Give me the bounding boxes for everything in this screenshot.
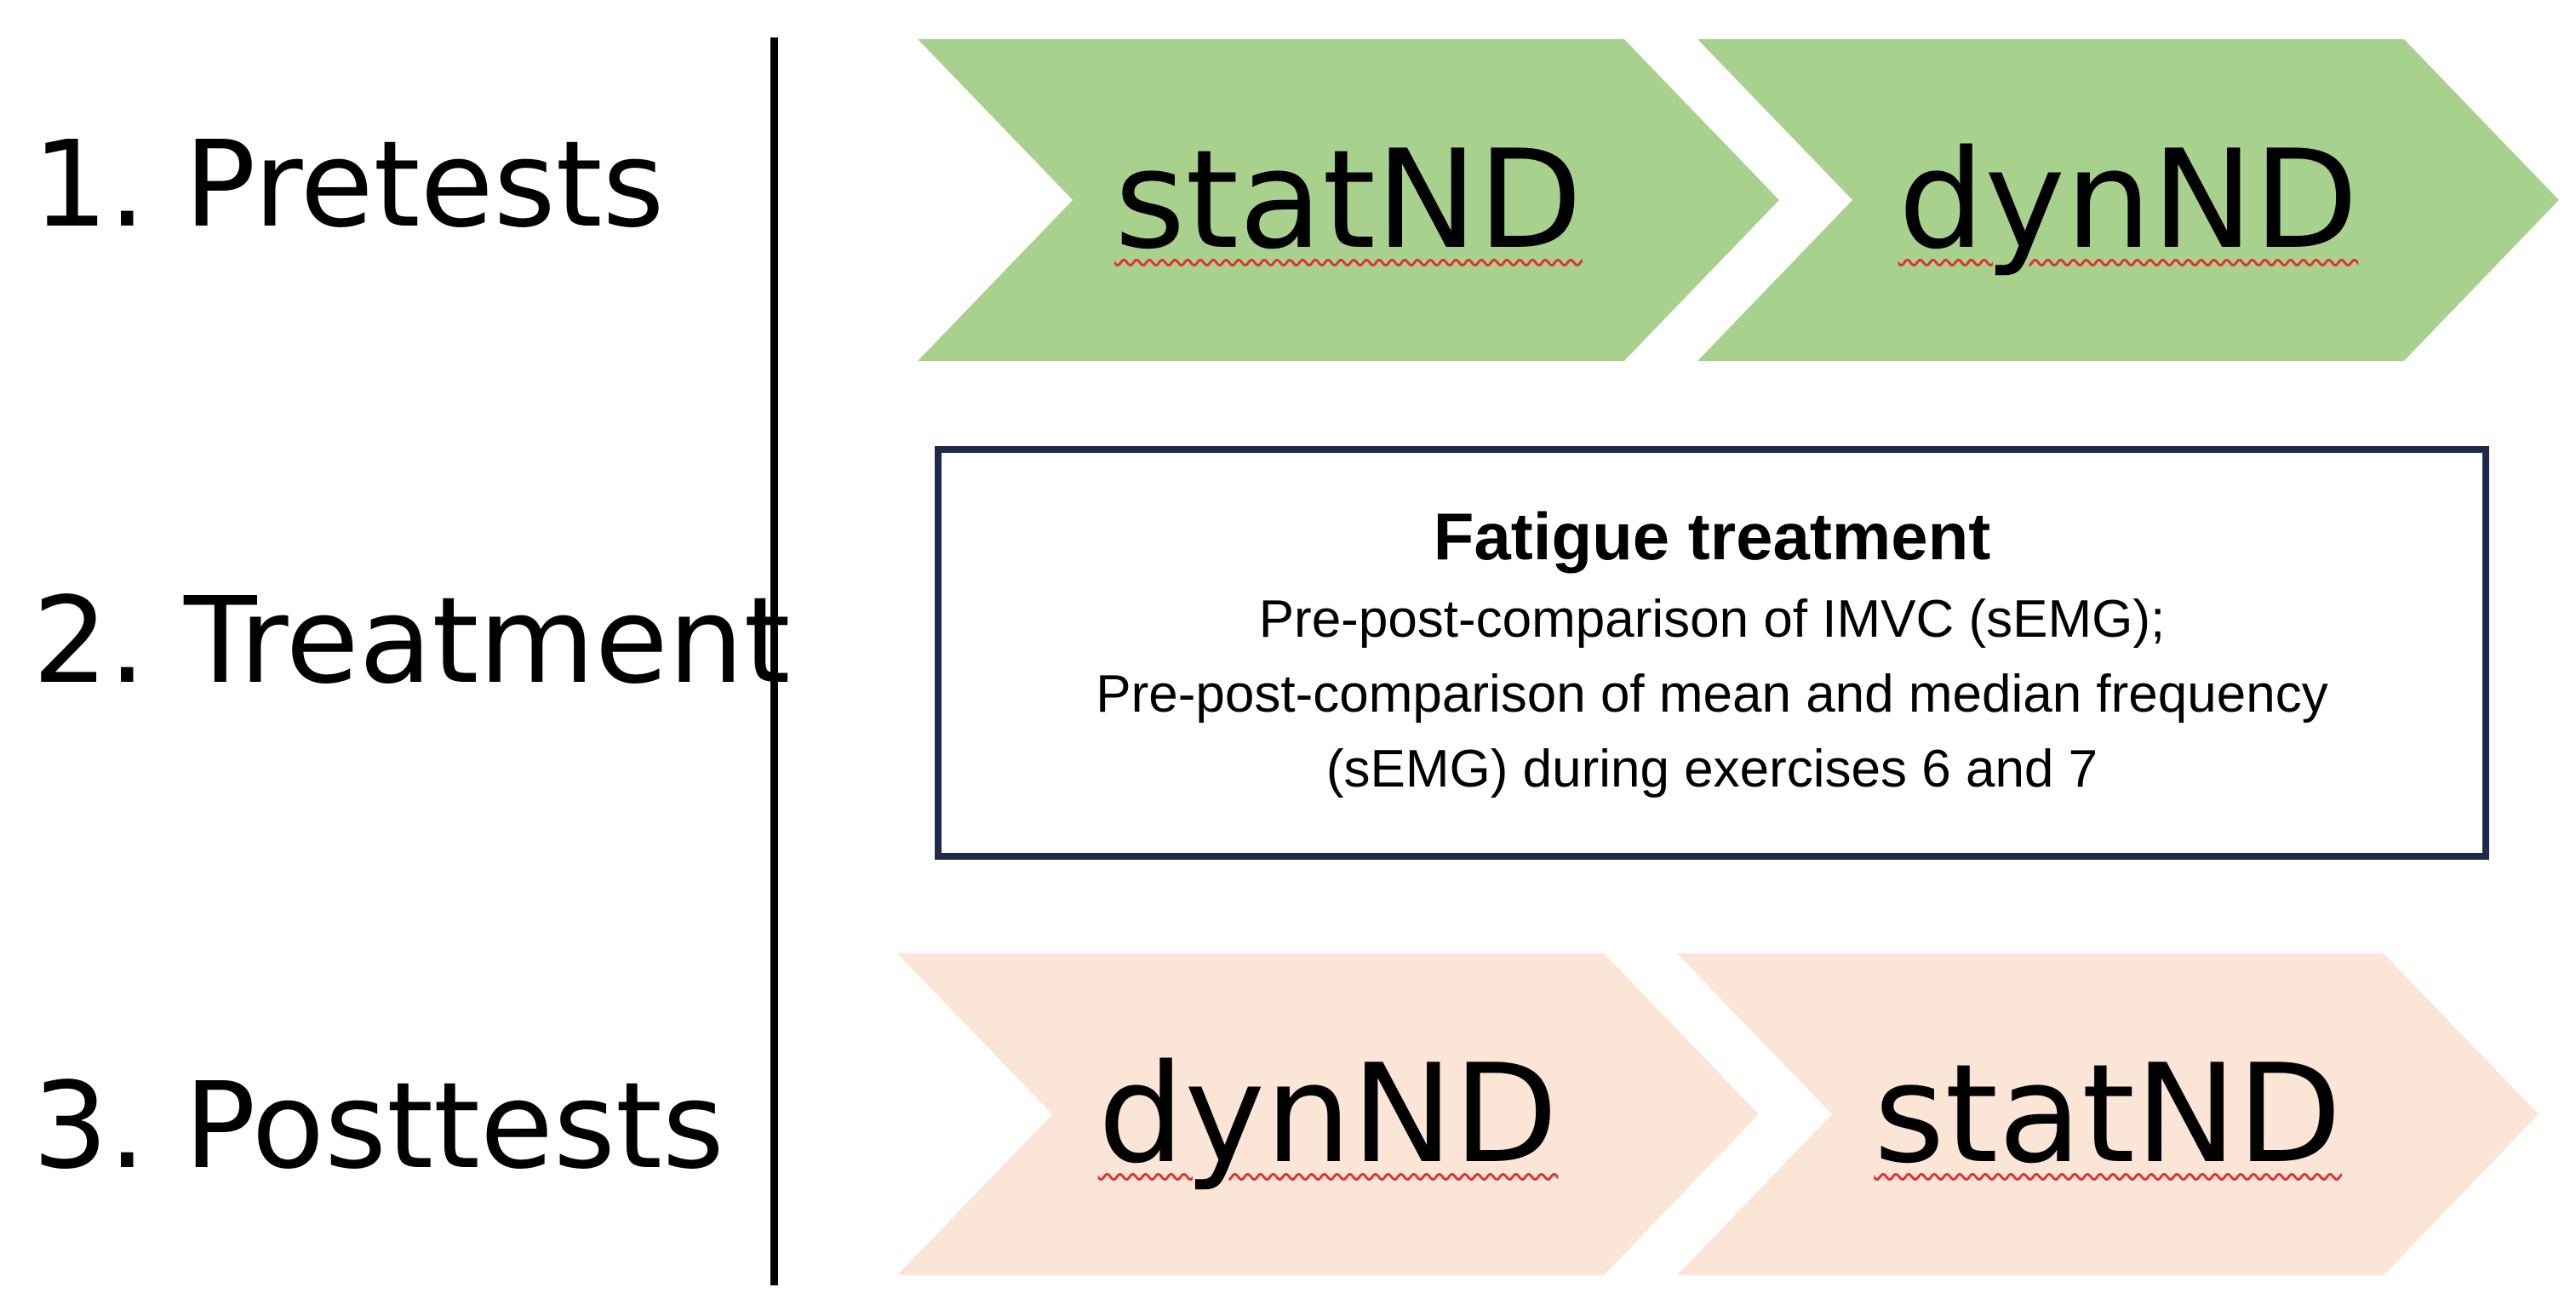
pretests-step-2-chevron: dynND (1697, 39, 2559, 361)
pretests-step-1-label: statND (1114, 120, 1583, 279)
treatment-title: Fatigue treatment (1433, 499, 1991, 575)
vertical-divider (770, 37, 778, 1285)
phase-label-treatment: 2. Treatment (32, 572, 791, 711)
pretests-step-1-chevron: statND (918, 39, 1779, 361)
treatment-line-3: (sEMG) during exercises 6 and 7 (1325, 739, 2098, 798)
treatment-box: Fatigue treatment Pre-post-comparison of… (935, 446, 2489, 860)
treatment-line-2: Pre-post-comparison of mean and median f… (1096, 664, 2328, 724)
posttests-step-1-chevron: dynND (897, 953, 1759, 1275)
phase-label-posttests: 3. Posttests (32, 1057, 724, 1196)
pretests-step-2-label: dynND (1898, 120, 2359, 279)
posttests-step-2-chevron: statND (1677, 953, 2539, 1275)
posttests-step-1-label: dynND (1097, 1034, 1559, 1193)
phase-label-pretests: 1. Pretests (32, 116, 665, 255)
treatment-line-1: Pre-post-comparison of IMVC (sEMG); (1258, 589, 2166, 649)
posttests-step-2-label: statND (1874, 1034, 2342, 1193)
